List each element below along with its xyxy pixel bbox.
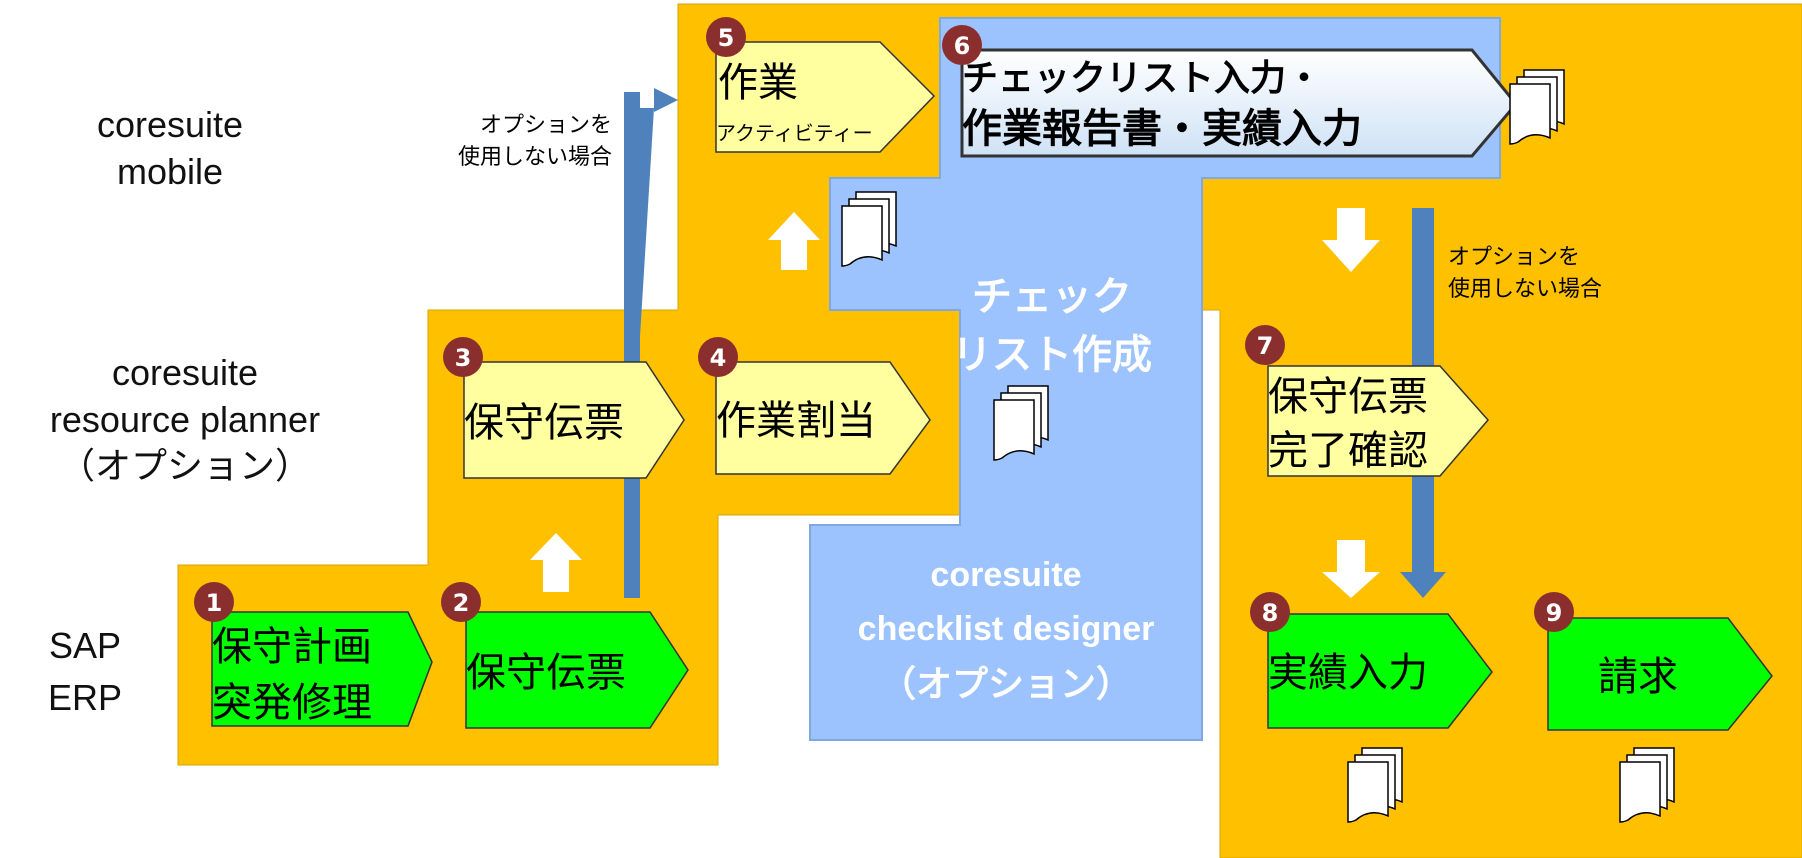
badge-7-number: 7 — [1257, 332, 1274, 360]
badge-9: 9 — [1534, 592, 1574, 632]
lane-planner-line2: resource planner — [49, 398, 321, 440]
badge-1: 1 — [194, 582, 234, 622]
lane-erp-line2: ERP — [47, 677, 123, 719]
step-1-text-line2: 突発修理 — [212, 680, 372, 726]
lane-planner-line3: （オプション） — [58, 445, 311, 487]
checklist-designer-region — [809, 17, 1501, 741]
step-6-text-line2: 作業報告書・実績入力 — [962, 106, 1362, 152]
lane-mobile-line1: coresuite — [96, 104, 244, 145]
step-3: 保守伝票 — [463, 361, 685, 479]
checklist-designer-line2: checklist designer — [858, 610, 1155, 648]
white-arrow-down-6-7 — [1322, 208, 1380, 272]
white-arrow-up-planner-mobile — [768, 212, 820, 270]
badge-6: 6 — [942, 25, 982, 65]
step-5-text-line1: 作業 — [718, 60, 798, 106]
badge-6-number: 6 — [954, 32, 971, 60]
white-arrow-up-erp-planner — [530, 533, 582, 592]
checklist-create-line2: リスト作成 — [952, 332, 1152, 378]
badge-5-number: 5 — [718, 24, 735, 52]
step-9-text: 請求 — [1598, 654, 1678, 700]
lane-label-erp: SAP ERP — [30, 620, 140, 724]
note-right-line1: オプションを — [1448, 245, 1580, 270]
lane-planner-line1: coresuite — [111, 352, 259, 393]
badge-4: 4 — [698, 337, 738, 377]
step-4: 作業割当 — [715, 361, 931, 475]
note-left-line2: 使用しない場合 — [458, 145, 612, 170]
badge-2: 2 — [441, 582, 481, 622]
lane-erp-line1: SAP — [48, 625, 122, 666]
step-1: 保守計画 突発修理 — [211, 611, 433, 727]
checklist-designer-line1: coresuite — [930, 556, 1081, 594]
badge-5: 5 — [706, 17, 746, 57]
step-7-text-line2: 完了確認 — [1268, 428, 1428, 474]
step-5-text-line2: アクティビティー — [716, 121, 873, 145]
badge-8: 8 — [1250, 592, 1290, 632]
flow-arrow-skip-planner-shaft — [624, 92, 640, 598]
step-6: チェックリスト入力・ 作業報告書・実績入力 — [960, 48, 1518, 158]
badge-9-number: 9 — [1546, 599, 1563, 627]
badge-8-number: 8 — [1262, 599, 1279, 627]
step-8: 実績入力 — [1267, 613, 1493, 729]
badge-1-number: 1 — [206, 589, 223, 617]
step-2-text: 保守伝票 — [466, 650, 626, 696]
step-6-text-line1: チェックリスト入力・ — [962, 58, 1322, 99]
note-right-line2: 使用しない場合 — [1448, 277, 1602, 302]
step-8-text: 実績入力 — [1268, 650, 1428, 696]
step-9: 請求 — [1547, 617, 1773, 731]
badge-4-number: 4 — [710, 344, 727, 372]
badge-2-number: 2 — [453, 589, 470, 617]
note-left-line1: オプションを — [480, 113, 612, 138]
badge-3: 3 — [443, 337, 483, 377]
step-7-text-line1: 保守伝票 — [1268, 374, 1428, 420]
step-5: 作業 アクティビティー — [715, 41, 936, 153]
step-2: 保守伝票 — [465, 611, 689, 729]
step-4-text: 作業割当 — [716, 398, 876, 444]
lane-mobile-line2: mobile — [116, 150, 224, 192]
white-arrow-down-7-8 — [1322, 540, 1380, 598]
checklist-create-line1: チェック — [972, 274, 1132, 320]
step-1-text-line1: 保守計画 — [212, 624, 372, 670]
lane-label-planner: coresuite resource planner （オプション） — [40, 350, 330, 490]
lane-label-mobile: coresuite mobile — [60, 102, 280, 196]
step-3-text: 保守伝票 — [464, 400, 624, 446]
checklist-designer-line3: （オプション） — [880, 664, 1132, 705]
badge-7: 7 — [1245, 325, 1285, 365]
step-7: 保守伝票 完了確認 — [1267, 365, 1489, 477]
badge-3-number: 3 — [455, 344, 472, 372]
